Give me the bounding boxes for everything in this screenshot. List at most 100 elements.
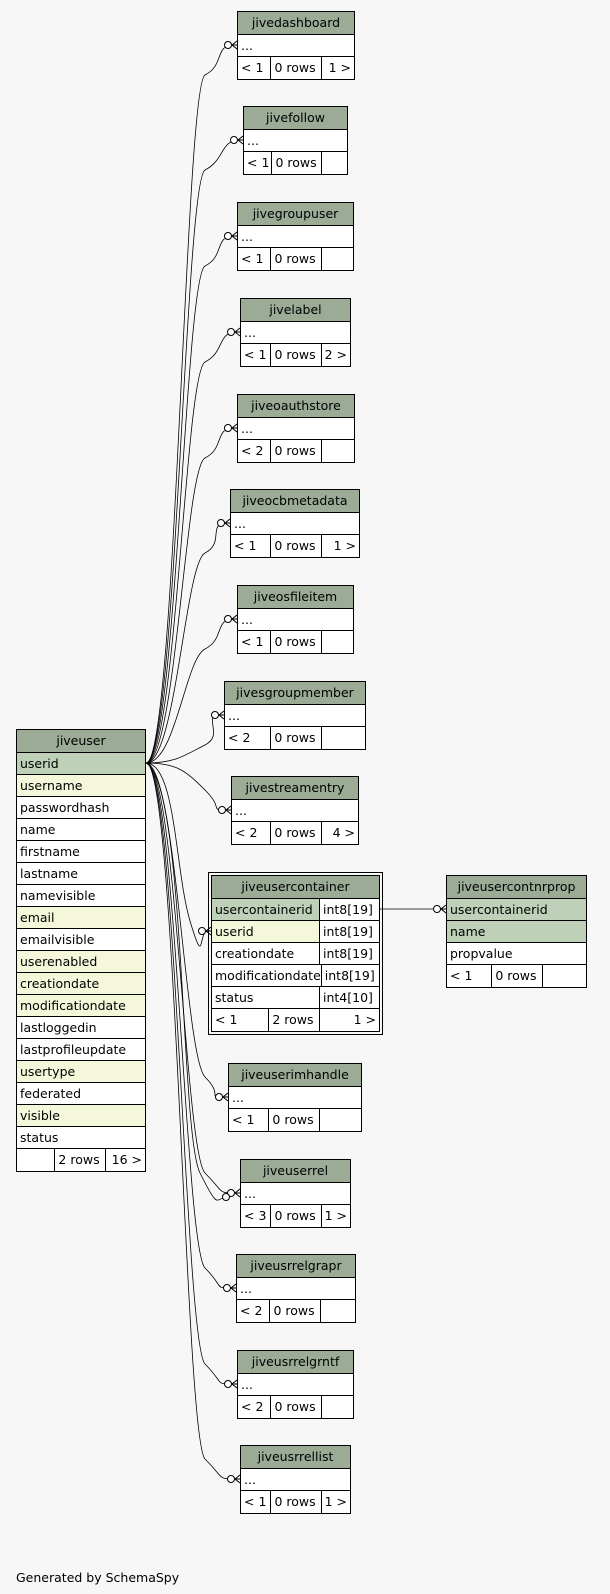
parents-count[interactable]: < 1 — [229, 1109, 270, 1131]
column-row[interactable]: federated — [17, 1083, 145, 1105]
children-count[interactable] — [543, 965, 586, 987]
parents-count[interactable]: < 2 — [225, 727, 272, 749]
table-title[interactable]: jivestreamentry — [232, 777, 358, 800]
column-row[interactable]: lastname — [17, 863, 145, 885]
parents-count[interactable]: < 1 — [238, 631, 272, 653]
table-title[interactable]: jiveocbmetadata — [231, 490, 359, 513]
table-title[interactable]: jivegroupuser — [238, 203, 353, 226]
table-title[interactable]: jiveusercontainer — [212, 876, 379, 899]
children-count[interactable] — [321, 1300, 355, 1322]
table-title[interactable]: jiveusrrellist — [241, 1446, 350, 1469]
parents-count[interactable]: < 1 — [238, 57, 272, 79]
parents-count[interactable]: < 2 — [232, 822, 272, 844]
column-row[interactable]: usertype — [17, 1061, 145, 1083]
parents-count[interactable]: < 2 — [238, 440, 272, 462]
table-title[interactable]: jiveosfileitem — [238, 586, 353, 609]
parents-count[interactable]: < 3 — [241, 1205, 272, 1227]
parents-count[interactable]: < 2 — [238, 1396, 272, 1418]
column-name: lastloggedin — [20, 1020, 97, 1035]
column-row[interactable]: email — [17, 907, 145, 929]
table-title[interactable]: jiveuserrel — [241, 1160, 350, 1183]
column-row[interactable]: userid — [17, 753, 145, 775]
children-count[interactable]: 1 > — [328, 60, 352, 75]
table-title[interactable]: jiveusercontnrprop — [447, 876, 586, 899]
column-row[interactable]: name — [447, 921, 586, 943]
children-count[interactable] — [322, 727, 365, 749]
column-row[interactable]: status — [17, 1127, 145, 1149]
column-row[interactable]: propvalue — [447, 943, 586, 965]
children-count[interactable]: 1 > — [324, 1208, 347, 1223]
table-title[interactable]: jivedashboard — [238, 12, 354, 35]
children-count[interactable]: 4 > — [332, 825, 355, 840]
children-count[interactable]: 2 > — [324, 347, 347, 362]
parents-count[interactable]: < 2 — [237, 1300, 271, 1322]
column-row[interactable]: lastloggedin — [17, 1017, 145, 1039]
children-count[interactable]: 16 > — [111, 1152, 142, 1167]
parents-count[interactable]: < 1 — [212, 1009, 270, 1031]
column-row[interactable]: namevisible — [17, 885, 145, 907]
children-count[interactable]: 1 > — [353, 1012, 376, 1027]
parents-count[interactable]: < 1 — [238, 248, 272, 270]
table-title[interactable]: jiveuserimhandle — [229, 1064, 361, 1087]
optional-marker — [227, 1475, 235, 1483]
column-row[interactable]: username — [17, 775, 145, 797]
column-ellipsis: ... — [238, 609, 353, 631]
column-row[interactable]: creationdate — [17, 973, 145, 995]
children-count[interactable] — [322, 440, 354, 462]
column-row[interactable]: userenabled — [17, 951, 145, 973]
parents-count[interactable]: < 1 — [241, 1491, 272, 1513]
table-title[interactable]: jiveusrrelgrntf — [238, 1351, 353, 1374]
table-title[interactable]: jivesgroupmember — [225, 682, 365, 705]
table-title[interactable]: jiveoauthstore — [238, 395, 354, 418]
children-count[interactable]: 1 > — [333, 538, 356, 553]
column-row[interactable]: passwordhash — [17, 797, 145, 819]
table-title[interactable]: jivefollow — [244, 107, 347, 130]
table-title[interactable]: jiveusrrelgrapr — [237, 1255, 355, 1278]
children-count[interactable]: 1 > — [324, 1494, 347, 1509]
children-count[interactable] — [322, 248, 353, 270]
parents-count[interactable] — [17, 1149, 56, 1171]
children-count[interactable] — [322, 152, 347, 174]
parents-count[interactable]: < 1 — [447, 965, 493, 987]
column-row[interactable]: visible — [17, 1105, 145, 1127]
column-row[interactable]: modificationdate — [17, 995, 145, 1017]
row-count: 0 rows — [269, 1109, 320, 1131]
parents-count[interactable]: < 1 — [241, 344, 272, 366]
parents-count[interactable]: < 1 — [231, 535, 272, 557]
column-row[interactable]: name — [17, 819, 145, 841]
column-row[interactable]: lastprofileupdate — [17, 1039, 145, 1061]
children-count[interactable] — [322, 631, 353, 653]
children-count[interactable] — [320, 1109, 361, 1131]
column-row[interactable]: usercontainerid — [447, 899, 586, 921]
column-row[interactable]: emailvisible — [17, 929, 145, 951]
table-title[interactable]: jiveuser — [17, 730, 145, 753]
column-row[interactable]: firstname — [17, 841, 145, 863]
parents-count[interactable]: < 1 — [244, 152, 273, 174]
children-count[interactable] — [322, 1396, 353, 1418]
table-title[interactable]: jivelabel — [241, 299, 350, 322]
